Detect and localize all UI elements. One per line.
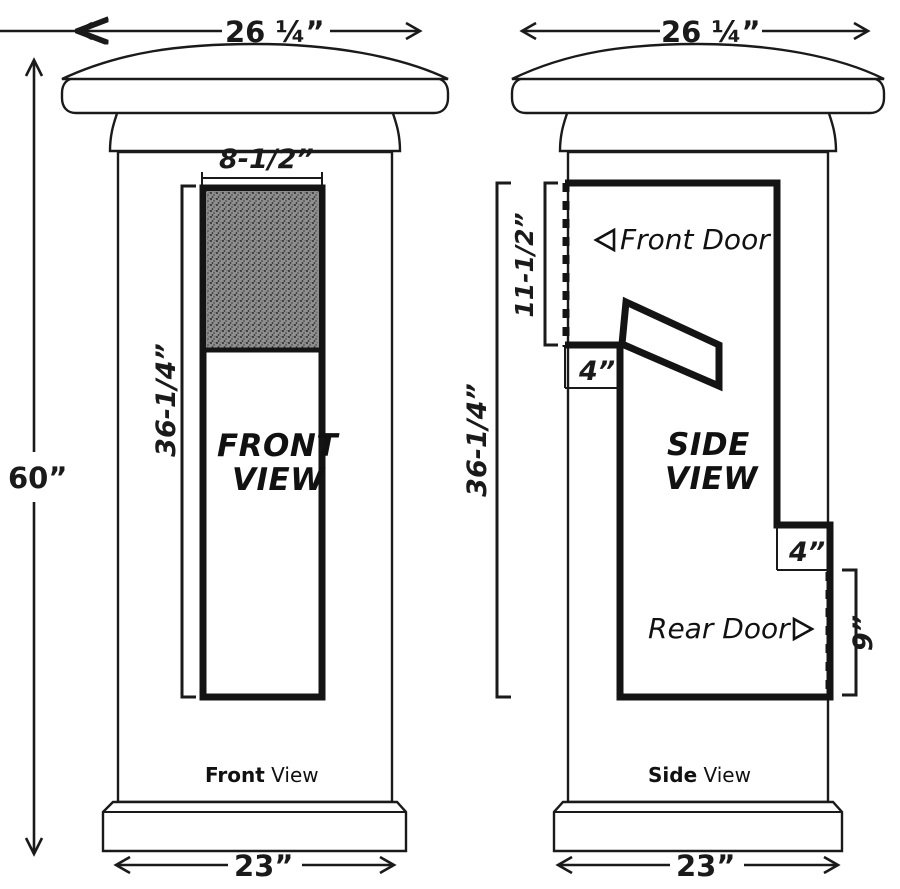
- front-door-width-dimension: 8-1/2”: [201, 144, 323, 190]
- rear-door-height-bracket: [842, 568, 858, 697]
- front-base-outline: [101, 800, 408, 853]
- side-view-group: 26 ¼”: [462, 15, 886, 883]
- front-door-annotation: Front Door: [593, 223, 771, 256]
- arrow-left-icon: [75, 21, 93, 41]
- front-door-width-label: 8-1/2”: [219, 144, 314, 175]
- side-base-width-dimension: 23”: [555, 849, 841, 883]
- front-view-caption-text: Front View: [205, 763, 319, 787]
- front-view-caption-regular: View: [265, 763, 319, 787]
- side-chute-flap: [618, 296, 723, 392]
- rear-door-height-dimension: 9”: [842, 568, 879, 697]
- side-body-height-bracket: [495, 181, 511, 699]
- front-cap-dome: [61, 42, 449, 81]
- arrow-left-icon: [555, 855, 573, 875]
- arrow-down-icon: [24, 837, 44, 857]
- arrow-right-icon: [853, 21, 871, 41]
- arrow-up-icon: [24, 57, 44, 77]
- rear-door-annotation: Rear Door: [648, 612, 815, 645]
- side-view-caption-text: Side View: [648, 763, 751, 787]
- front-door-height-bracket: [543, 181, 558, 347]
- front-door-opening: FRONT VIEW: [199, 184, 340, 701]
- front-door-height-label: 36-1/4”: [151, 343, 182, 457]
- front-door-height-bracket: [180, 184, 196, 699]
- front-base-width-label: 23”: [234, 849, 293, 883]
- front-overall-height-label: 60”: [8, 461, 67, 495]
- front-view-group: 26 ¼” 60”: [0, 15, 450, 883]
- side-lower-notch-label: 4”: [788, 537, 825, 568]
- side-cap-band: [510, 76, 886, 115]
- side-cap-skirt: [558, 108, 838, 153]
- side-upper-notch-label: 4”: [578, 356, 615, 387]
- side-base-plinth: [552, 800, 844, 853]
- front-base-plinth: [101, 800, 408, 853]
- rear-door-height-label: 9”: [848, 615, 879, 651]
- arrow-left-icon: [519, 21, 537, 41]
- side-view-inner-label-line2: VIEW: [665, 461, 759, 497]
- front-cap: [60, 42, 450, 153]
- front-base-width-dimension: 23”: [113, 849, 397, 883]
- side-view-caption: Side View: [648, 763, 751, 787]
- front-view-inner-label-line2: VIEW: [232, 462, 326, 498]
- front-view-caption: Front View: [205, 763, 319, 787]
- side-base-outline: [552, 800, 844, 853]
- side-view-inner-label: SIDE VIEW: [665, 427, 759, 497]
- side-body-height-label: 36-1/4”: [462, 383, 493, 497]
- front-overall-height-dimension: 60”: [8, 57, 67, 857]
- side-view-inner-label-line1: SIDE: [667, 427, 750, 463]
- front-cap-band: [60, 76, 450, 115]
- front-view-inner-label-line1: FRONT: [217, 428, 340, 464]
- side-view-caption-regular: View: [697, 763, 751, 787]
- front-view-caption-bold: Front: [205, 763, 265, 787]
- front-door-height-label: 11-1/2”: [510, 212, 539, 317]
- front-door-height-dimension-side: 11-1/2”: [510, 181, 558, 347]
- side-cap-dome: [511, 42, 885, 81]
- arrow-left-icon: [113, 855, 131, 875]
- side-body-height-dimension: 36-1/4”: [462, 181, 511, 699]
- arrow-right-icon: [379, 855, 397, 875]
- left-triangle-icon: [593, 227, 616, 253]
- arrow-right-icon: [823, 855, 841, 875]
- right-triangle-icon: [792, 616, 815, 642]
- front-door-stipple-panel: [207, 192, 318, 349]
- front-door-label: Front Door: [620, 223, 771, 256]
- front-door-height-dimension: 36-1/4”: [151, 184, 196, 699]
- side-cap: [510, 42, 886, 153]
- side-interior-profile: [564, 179, 834, 701]
- side-view-caption-bold: Side: [648, 763, 697, 787]
- side-base-width-label: 23”: [676, 849, 735, 883]
- rear-door-label: Rear Door: [648, 612, 791, 645]
- arrow-right-icon: [405, 21, 423, 41]
